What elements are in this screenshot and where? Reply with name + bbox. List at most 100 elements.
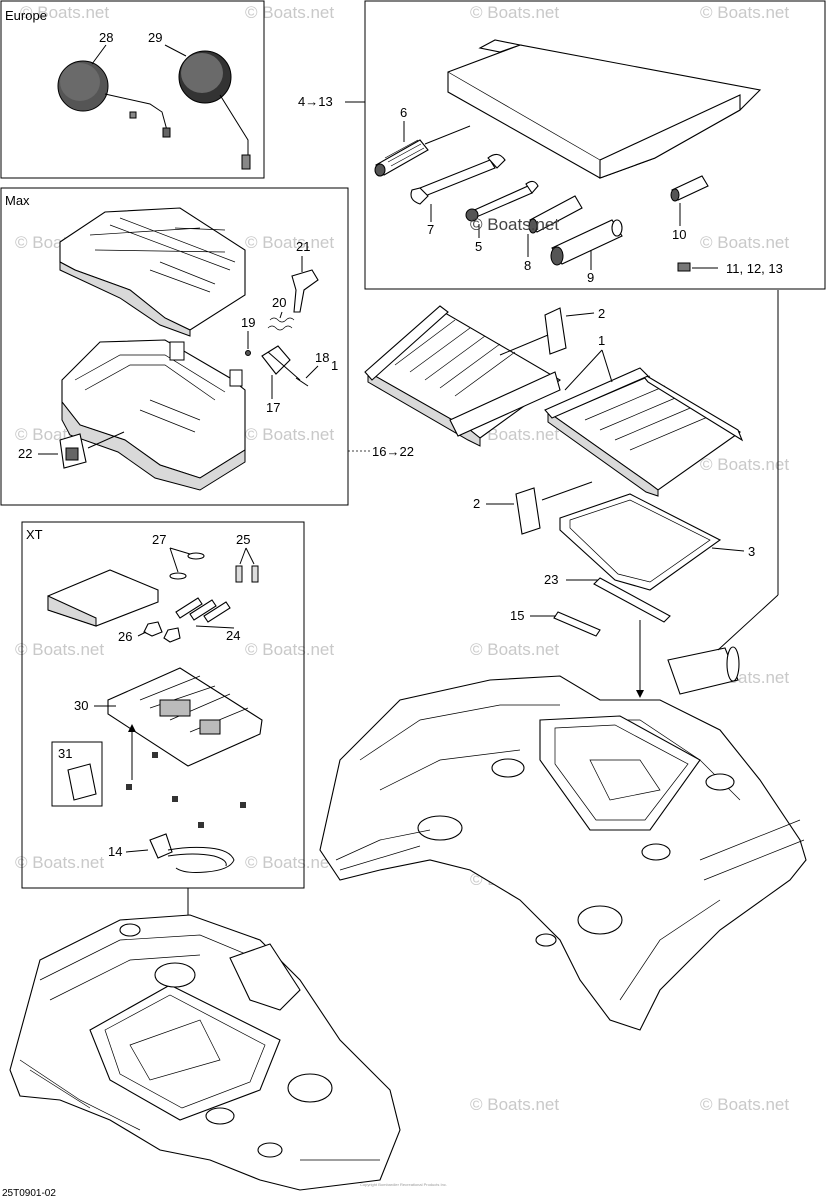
- watermark: © Boats.net: [700, 455, 789, 474]
- callout-21: 21: [296, 239, 310, 254]
- max-frame: [0, 187, 349, 506]
- callout-27: 27: [152, 532, 166, 547]
- small-clips: [126, 752, 246, 828]
- callout-20: 20: [272, 295, 286, 310]
- cushion: [47, 569, 159, 627]
- callout-8: 8: [524, 258, 531, 273]
- callout-15: 15: [510, 608, 524, 623]
- europe-section: Europe 28 29: [0, 0, 265, 179]
- part-15: [553, 611, 601, 637]
- callout-16-22: 16→22: [372, 444, 414, 459]
- screwdriver-6: [374, 125, 471, 177]
- callout-4-13: 4→13: [298, 94, 333, 109]
- watermark: © Boats.net: [245, 640, 334, 659]
- fastener-25: [235, 565, 259, 583]
- callout-17: 17: [266, 400, 280, 415]
- callout-6: 6: [400, 105, 407, 120]
- washer-27a: [187, 552, 205, 560]
- callout-3: 3: [748, 544, 755, 559]
- mirror-28: [57, 60, 171, 138]
- washer-27b: [169, 572, 187, 580]
- max-lid: [59, 207, 246, 337]
- callout-22: 22: [18, 446, 32, 461]
- europe-frame: [0, 0, 265, 179]
- seal-3: [559, 493, 722, 591]
- leader-1a: [564, 349, 603, 391]
- max-section: Max 21 20: [0, 187, 414, 506]
- leader-25b: [245, 547, 255, 565]
- leader-2b-arrow: [541, 481, 593, 501]
- callout-5: 5: [475, 239, 482, 254]
- watermark: © Boats.net: [15, 640, 104, 659]
- watermark: © Boats.net: [700, 233, 789, 252]
- tool-pouch-cylinder: [667, 646, 740, 695]
- arrowhead: [128, 724, 136, 732]
- rack-rear: [544, 367, 744, 497]
- callout-19: 19: [241, 315, 255, 330]
- hinge-17: [261, 345, 301, 381]
- clip-22: [59, 433, 87, 469]
- watermark: © Boats.net: [470, 3, 559, 22]
- callout-10: 10: [672, 227, 686, 242]
- latch-21: [291, 269, 319, 313]
- leader-3: [711, 547, 745, 552]
- xt-frame: [21, 521, 305, 889]
- leader-18: [305, 365, 319, 379]
- callout-29: 29: [148, 30, 162, 45]
- callout-2-top: 2: [598, 306, 605, 321]
- watermark: © Boats.net: [20, 3, 109, 22]
- leader-2-arrow: [499, 334, 549, 356]
- leader-22-arrow: [87, 431, 125, 449]
- watermark: © Boats.net: [245, 425, 334, 444]
- plate-30: [107, 667, 263, 767]
- toolkit-section: 4→13 6 7: [298, 0, 826, 290]
- diagram-code: 25T0901-02: [2, 1188, 56, 1199]
- leader-28: [91, 44, 107, 65]
- pin-19: [245, 350, 251, 356]
- section-title-europe: Europe: [5, 8, 47, 23]
- wrench-7: [410, 153, 506, 205]
- rack-front: [364, 305, 562, 447]
- callout-14: 14: [108, 844, 122, 859]
- watermark: © Boats.net: [470, 425, 559, 444]
- watermark: © Boats.net: [245, 3, 334, 22]
- callout-24: 24: [226, 628, 240, 643]
- callout-28: 28: [99, 30, 113, 45]
- leader-pouch-diag: [717, 594, 779, 651]
- arrowhead: [636, 690, 644, 698]
- callout-23: 23: [544, 572, 558, 587]
- socket-9: [550, 219, 623, 266]
- leader-26: [137, 631, 147, 637]
- watermark: © Boats.net: [470, 1095, 559, 1114]
- nuts-26: [143, 621, 181, 643]
- socket-8: [528, 195, 583, 234]
- watermark: © Boats.net: [700, 3, 789, 22]
- callout-11-12-13: 11, 12, 13: [726, 261, 783, 276]
- toolkit-frame: [364, 0, 826, 290]
- leader-2-top: [565, 312, 595, 317]
- leader-24: [195, 625, 235, 629]
- front-body: [9, 914, 401, 1191]
- bolt-18: [295, 377, 309, 387]
- clip-31: [67, 763, 97, 801]
- max-box: [61, 339, 246, 491]
- xt-section: XT 27 25 24 26: [21, 521, 305, 889]
- callout-2-mid: 2: [473, 496, 480, 511]
- leader-27b: [169, 547, 179, 573]
- copyright-note: Copyright Bombardier Recreational Produc…: [360, 1182, 447, 1187]
- callout-26: 26: [118, 629, 132, 644]
- callout-7: 7: [427, 222, 434, 237]
- leader-25a: [239, 547, 247, 565]
- spring-20: [267, 317, 295, 331]
- bracket-2-top: [544, 307, 567, 355]
- small-fuse-11-13: [677, 262, 691, 272]
- part-23: [593, 577, 671, 623]
- watermark: © Boats.net: [245, 233, 334, 252]
- leader-1b: [601, 349, 613, 383]
- harness-14: [149, 833, 235, 873]
- watermark: © Boats.net: [470, 640, 559, 659]
- leader-14: [125, 849, 149, 853]
- leader-29: [164, 44, 187, 57]
- callout-30: 30: [74, 698, 88, 713]
